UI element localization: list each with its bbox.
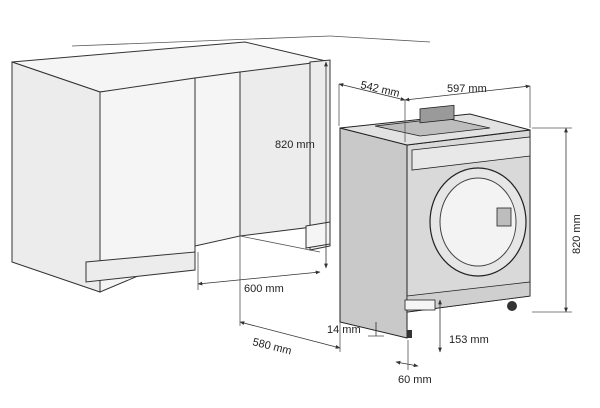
dim-line-cabinet-width: [197, 270, 321, 286]
label-depth-top: 542 mm: [359, 79, 400, 100]
dim-line-foot-offset: [395, 360, 419, 368]
detergent-drawer: [419, 104, 455, 124]
label-plinth-height: 153 mm: [449, 334, 489, 346]
label-machine-height: 820 mm: [571, 214, 583, 254]
kitchen-cabinet: [11, 35, 431, 293]
recess-left-wall: [194, 71, 241, 247]
right-plinth-block: [305, 221, 331, 249]
wall-line-right: [329, 35, 431, 43]
service-flap: [404, 299, 436, 311]
label-cabinet-width: 600 mm: [244, 283, 284, 295]
recess-floor-line: [239, 235, 321, 253]
label-foot-offset: 60 mm: [398, 374, 432, 386]
recess-right-panel: [309, 59, 331, 251]
label-width-top: 597 mm: [447, 83, 487, 95]
control-panel: [411, 136, 531, 171]
door-handle: [496, 207, 512, 227]
label-cabinet-height: 820 mm: [275, 139, 315, 151]
front-foot: [407, 330, 412, 338]
dimension-lines: [197, 61, 572, 370]
washing-machine: [339, 104, 531, 339]
dim-line-cabinet-depth: [239, 321, 341, 349]
wall-line: [71, 35, 331, 47]
dim-line-width-top: [404, 84, 531, 102]
cabinet-plinth: [85, 251, 196, 283]
dim-line-depth-top: [338, 83, 406, 101]
label-cabinet-depth: 580 mm: [251, 336, 292, 357]
label-base-gap: 14 mm: [327, 324, 361, 336]
machine-side-panel: [339, 127, 408, 339]
adjustable-foot: [507, 301, 517, 311]
door-glass: [439, 177, 517, 267]
cabinet-side-panel: [11, 61, 101, 293]
